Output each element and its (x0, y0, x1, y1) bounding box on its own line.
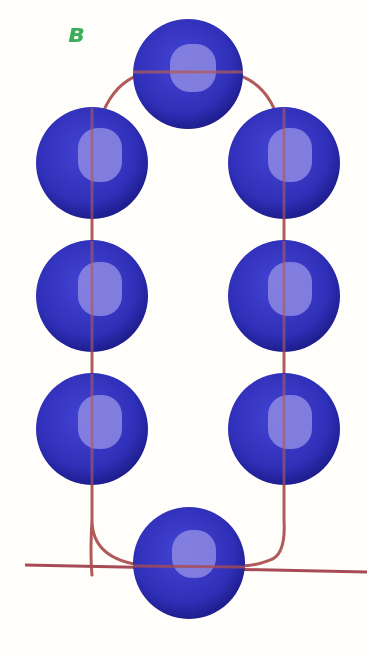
bead-left-1 (36, 107, 148, 219)
bead-right-2 (228, 240, 340, 352)
bead-left-2 (36, 240, 148, 352)
bead-bottom (133, 507, 245, 619)
bead-top (133, 19, 243, 129)
bead-right-1 (228, 107, 340, 219)
bead-group (36, 19, 340, 619)
diagram-label: в (68, 19, 84, 49)
thread-bottom-left (92, 520, 140, 565)
bead-right-3 (228, 373, 340, 485)
bead-left-3 (36, 373, 148, 485)
